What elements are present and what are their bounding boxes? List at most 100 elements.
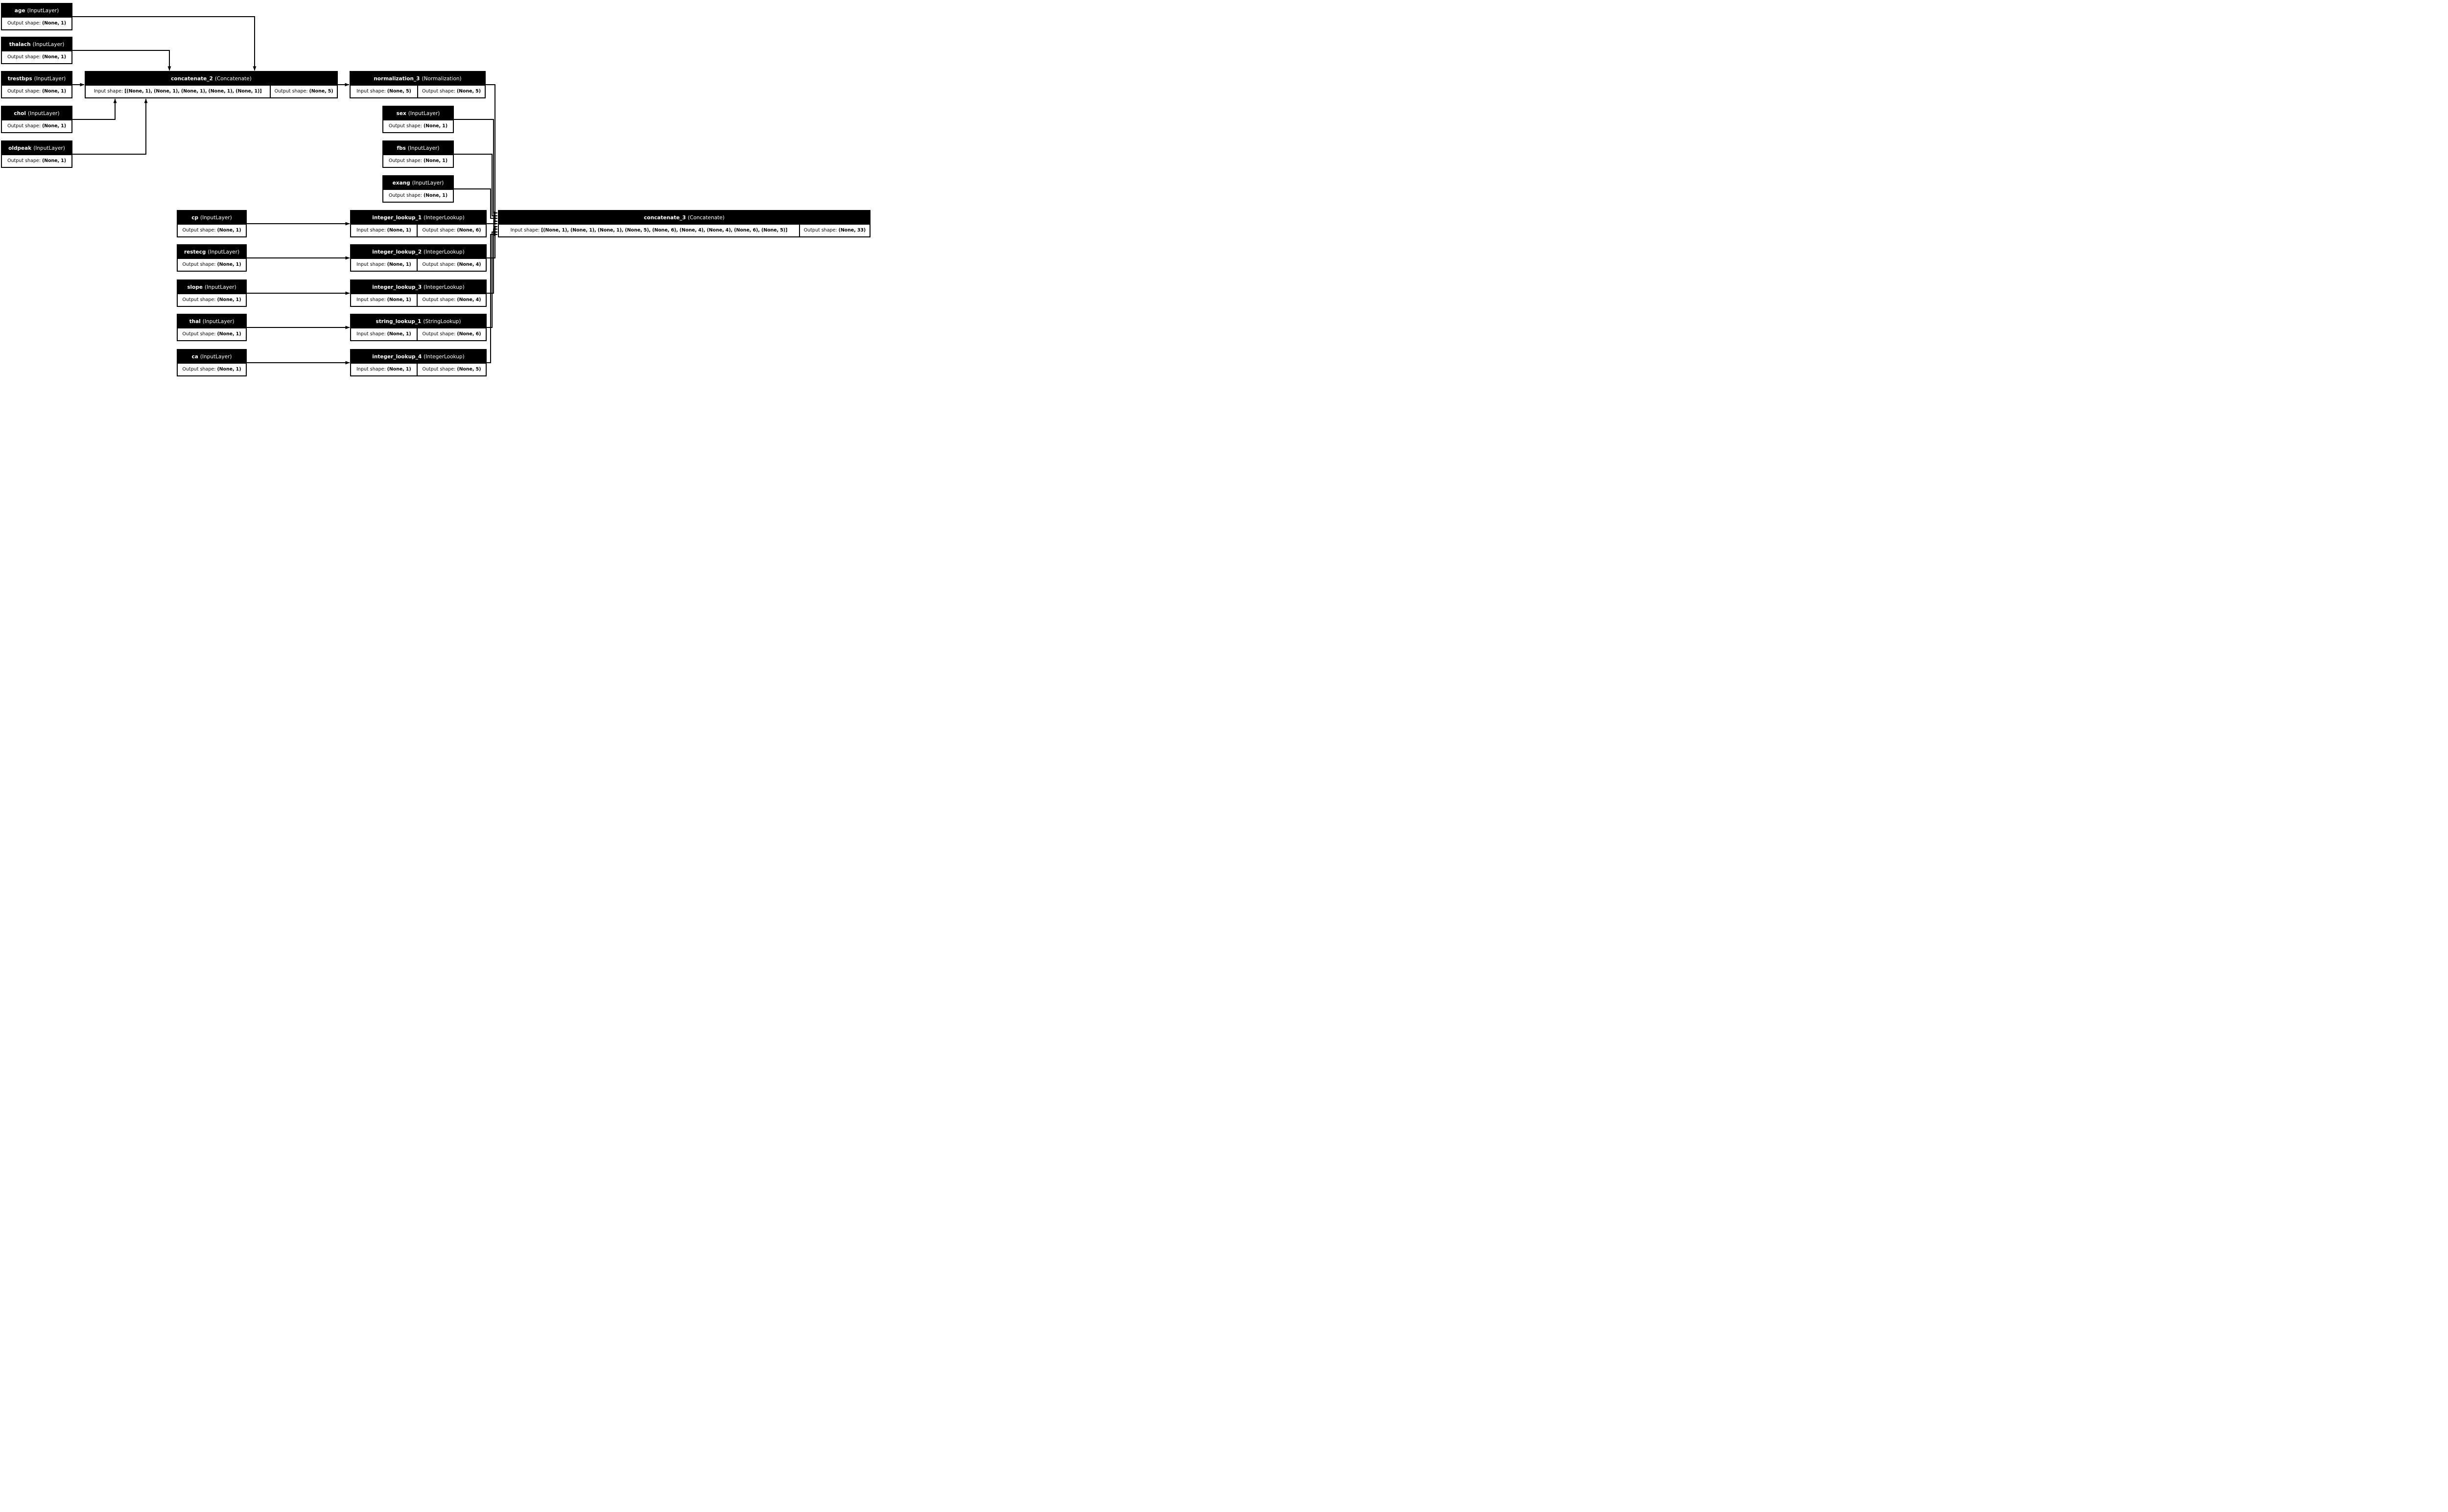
- edge-fbs--concatenate_3: [454, 154, 498, 218]
- output-shape-cell: Output shape:(None, 1): [178, 225, 246, 236]
- output-shape-label: Output shape:: [7, 158, 41, 164]
- node-integer_lookup_4: integer_lookup_4(IntegerLookup)Input sha…: [350, 349, 487, 376]
- node-header: concatenate_2(Concatenate): [86, 72, 337, 86]
- node-restecg: restecg(InputLayer)Output shape:(None, 1…: [177, 244, 247, 272]
- node-fbs: fbs(InputLayer)Output shape:(None, 1): [382, 140, 454, 168]
- layer-type: (InputLayer): [34, 75, 66, 82]
- output-shape-cell: Output shape:(None, 1): [2, 86, 71, 97]
- node-header: normalization_3(Normalization): [351, 72, 485, 86]
- output-shape-value: (None, 5): [457, 367, 481, 372]
- output-shape-label: Output shape:: [7, 89, 41, 94]
- node-header: thal(InputLayer): [178, 315, 246, 328]
- layer-type: (InputLayer): [412, 180, 444, 186]
- layer-name: normalization_3: [374, 75, 420, 82]
- node-shape-row: Input shape:(None, 1)Output shape:(None,…: [351, 294, 486, 306]
- edge-oldpeak--concatenate_2: [72, 98, 148, 155]
- output-shape-value: (None, 1): [217, 367, 241, 372]
- output-shape-label: Output shape:: [422, 367, 456, 372]
- node-header: chol(InputLayer): [2, 107, 71, 120]
- input-shape-label: Input shape:: [356, 262, 386, 268]
- output-shape-label: Output shape:: [422, 331, 456, 337]
- output-shape-cell: Output shape:(None, 1): [178, 364, 246, 375]
- edge-integer_lookup_4--concatenate_3: [487, 233, 498, 363]
- output-shape-value: (None, 1): [217, 297, 241, 303]
- output-shape-cell: Output shape:(None, 33): [800, 225, 870, 236]
- layer-name: cp: [191, 214, 199, 221]
- node-shape-row: Input shape:(None, 1) Output shape:(None,…: [351, 259, 486, 271]
- layer-name: fbs: [397, 145, 406, 151]
- edge-layer: [72, 16, 498, 365]
- node-header: integer_lookup_4(IntegerLookup): [351, 350, 486, 364]
- node-string_lookup_1: string_lookup_1(StringLookup) Input shape…: [350, 314, 487, 341]
- layer-type: (InputLayer): [208, 249, 240, 255]
- output-shape-value: (None, 6): [457, 228, 481, 233]
- input-shape-cell: Input shape:(None, 1): [351, 364, 417, 375]
- output-shape-value: (None, 5): [309, 89, 333, 94]
- output-shape-cell: Output shape:(None, 4): [417, 259, 486, 271]
- layer-type: (IntegerLookup): [424, 284, 465, 290]
- layer-name: slope: [187, 284, 203, 290]
- node-shape-row: Output shape:(None, 1): [2, 18, 71, 29]
- output-shape-value: (None, 1): [42, 21, 66, 26]
- layer-name: chol: [14, 110, 26, 116]
- layer-type: (Concatenate): [687, 214, 725, 221]
- layer-name: sex: [396, 110, 406, 116]
- output-shape-label: Output shape:: [422, 89, 455, 94]
- layer-name: thalach: [9, 41, 31, 47]
- layer-name: oldpeak: [8, 145, 32, 151]
- node-integer_lookup_1: integer_lookup_1(IntegerLookup)Input sha…: [350, 210, 487, 237]
- node-header: oldpeak(InputLayer): [2, 141, 71, 155]
- node-shape-row: Output shape:(None, 1): [2, 51, 71, 63]
- edge-group: [72, 16, 498, 365]
- layer-name: age: [14, 7, 25, 14]
- layer-type: (InputLayer): [205, 284, 236, 290]
- output-shape-value: (None, 1): [42, 158, 66, 164]
- node-header: age(InputLayer): [2, 4, 71, 18]
- output-shape-label: Output shape:: [422, 262, 456, 268]
- node-shape-row: Output shape:(None, 1): [383, 120, 453, 132]
- layer-name: integer_lookup_4: [372, 353, 422, 360]
- edge-sex--concatenate_3: [454, 119, 498, 215]
- output-shape-cell: Output shape:(None, 5): [418, 86, 485, 97]
- output-shape-label: Output shape:: [182, 228, 216, 233]
- node-ca: ca(InputLayer)Output shape:(None, 1): [177, 349, 247, 376]
- output-shape-label: Output shape:: [389, 158, 422, 164]
- output-shape-value: (None, 6): [457, 331, 481, 337]
- node-header: trestbps(InputLayer): [2, 72, 71, 86]
- layer-name: concatenate_2: [171, 75, 213, 82]
- keras-model-diagram: age(InputLayer)Output shape:(None, 1)tha…: [0, 0, 871, 378]
- input-shape-value: [(None, 1), (None, 1), (None, 1), (None,…: [541, 228, 788, 233]
- input-shape-value: (None, 1): [387, 297, 411, 303]
- output-shape-value: (None, 1): [217, 331, 241, 337]
- output-shape-value: (None, 1): [42, 123, 66, 129]
- input-shape-label: Input shape:: [510, 228, 540, 233]
- output-shape-label: Output shape:: [182, 297, 216, 303]
- output-shape-cell: Output shape:(None, 1): [178, 328, 246, 340]
- layer-name: concatenate_3: [644, 214, 686, 221]
- input-shape-label: Input shape:: [356, 367, 386, 372]
- output-shape-label: Output shape:: [7, 21, 41, 26]
- input-shape-value: (None, 1): [387, 331, 411, 337]
- input-shape-value: (None, 1): [387, 262, 411, 268]
- node-thal: thal(InputLayer)Output shape:(None, 1): [177, 314, 247, 341]
- node-header: sex(InputLayer): [383, 107, 453, 120]
- layer-name: string_lookup_1: [376, 318, 422, 325]
- output-shape-value: (None, 5): [456, 89, 481, 94]
- node-shape-row: Input shape:(None, 1) Output shape:(None,…: [351, 364, 486, 375]
- layer-type: (Normalization): [422, 75, 462, 82]
- node-concatenate_2: concatenate_2(Concatenate)Input shape:[(…: [85, 71, 338, 98]
- node-integer_lookup_2: integer_lookup_2(IntegerLookup)Input sha…: [350, 244, 487, 272]
- layer-name: integer_lookup_1: [372, 214, 422, 221]
- output-shape-value: (None, 1): [423, 158, 447, 164]
- node-shape-row: Output shape:(None, 1): [2, 86, 71, 97]
- output-shape-cell: Output shape:(None, 1): [383, 120, 453, 132]
- node-header: thalach(InputLayer): [2, 38, 71, 51]
- node-normalization_3: normalization_3(Normalization)Input shap…: [350, 71, 486, 98]
- node-exang: exang(InputLayer)Output shape:(None, 1): [382, 175, 454, 203]
- layer-type: (InputLayer): [27, 7, 59, 14]
- input-shape-label: Input shape:: [356, 331, 386, 337]
- input-shape-cell: Input shape:(None, 1): [351, 294, 417, 306]
- input-shape-value: (None, 1): [387, 228, 411, 233]
- node-shape-row: Output shape:(None, 1): [383, 190, 453, 202]
- layer-type: (StringLookup): [423, 318, 461, 325]
